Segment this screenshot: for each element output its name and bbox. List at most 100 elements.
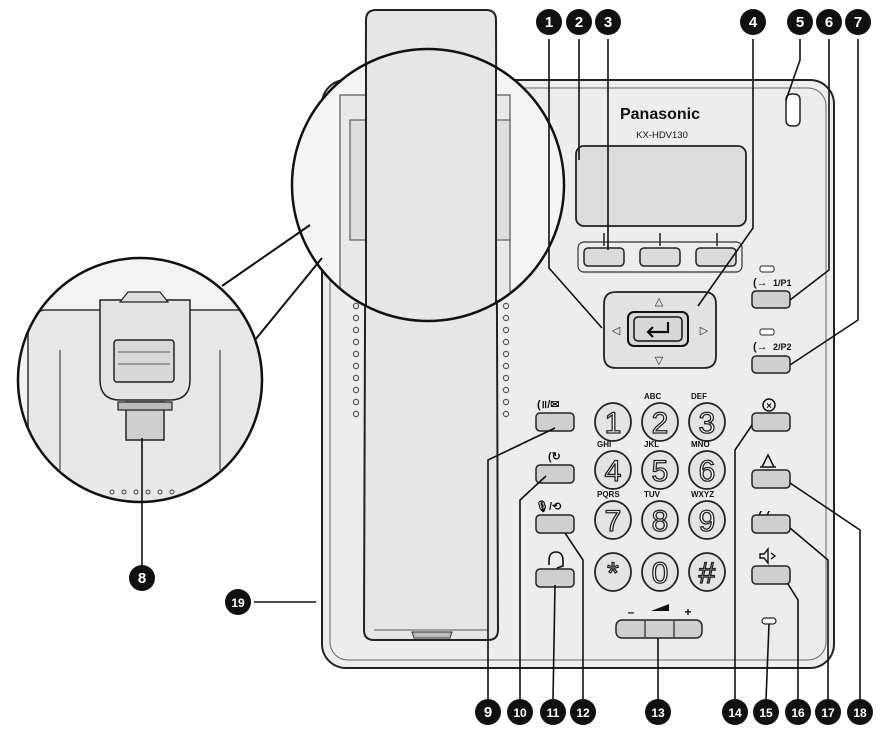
callout-badge	[753, 699, 779, 725]
flash-button[interactable]	[751, 514, 791, 534]
message-led	[785, 93, 801, 127]
line-key-2-led	[759, 328, 775, 336]
mute-conference-button[interactable]	[535, 514, 575, 534]
headset-icon	[548, 551, 564, 569]
callout-badge	[507, 699, 533, 725]
magnifier-circle	[290, 47, 566, 323]
line-key-1-led	[759, 265, 775, 273]
callout-badge	[740, 9, 766, 35]
dial-key-letters: WXYZ	[691, 490, 714, 499]
callout-11: 11	[540, 699, 566, 725]
callout-14: 14	[722, 699, 748, 725]
transfer-icon	[760, 453, 776, 468]
callout-badge	[595, 9, 621, 35]
hold-message-button[interactable]	[535, 412, 575, 432]
dial-key-shape[interactable]	[641, 552, 679, 592]
cancel-button[interactable]	[751, 412, 791, 432]
dial-key-shape[interactable]	[641, 402, 679, 442]
callout-badge	[785, 699, 811, 725]
dial-key-1[interactable]: 1	[594, 402, 632, 442]
speakerphone-button[interactable]	[751, 565, 791, 585]
soft-key-right[interactable]	[695, 247, 737, 267]
callout-19: 19	[225, 589, 251, 615]
callout-5: 5	[787, 9, 813, 35]
dial-key-shape[interactable]	[688, 402, 726, 442]
dial-key-letters: DEF	[691, 392, 707, 401]
callout-8: 8	[129, 565, 155, 591]
volume-key[interactable]	[615, 619, 703, 639]
callout-16: 16	[785, 699, 811, 725]
microphone	[761, 617, 777, 625]
callout-number: 9	[484, 704, 492, 721]
callout-number: 11	[547, 706, 560, 720]
mute-conference-icon: 🎙/⟲	[535, 500, 562, 513]
enter-button[interactable]	[627, 311, 689, 347]
brand-logo: Panasonic	[620, 106, 700, 123]
dial-key-0[interactable]: 0	[641, 552, 679, 592]
dial-key-letters: TUV	[644, 490, 661, 499]
hold-message-icon: (॥/✉	[537, 399, 560, 411]
leader-lines	[141, 39, 861, 701]
callout-number: 12	[576, 706, 590, 720]
dial-key-shape[interactable]	[641, 450, 679, 490]
model-label: KX-HDV130	[636, 130, 688, 141]
dial-key-letters: ABC	[644, 392, 662, 401]
dial-key-shape[interactable]	[688, 552, 726, 592]
line-key-1-button[interactable]	[751, 290, 791, 309]
dial-key-shape[interactable]	[594, 450, 632, 490]
headset-button[interactable]	[535, 568, 575, 588]
soft-key-center[interactable]	[639, 247, 681, 267]
callout-number: 4	[749, 14, 758, 31]
line-key-2-button[interactable]	[751, 355, 791, 374]
callout-4: 4	[740, 9, 766, 35]
callout-3: 3	[595, 9, 621, 35]
dial-key-shape[interactable]	[688, 500, 726, 540]
cancel-icon: ×	[766, 401, 772, 412]
callout-9: 9	[475, 699, 501, 725]
right-arrow-icon: ▷	[700, 325, 709, 337]
down-arrow-icon: ▽	[655, 355, 664, 367]
callout-18: 18	[847, 699, 873, 725]
callout-number: 18	[853, 706, 867, 720]
line-key-2-label: 2/P2	[773, 342, 792, 352]
callout-12: 12	[570, 699, 596, 725]
callout-17: 17	[815, 699, 841, 725]
phone-base-inner	[329, 87, 827, 661]
callout-2: 2	[566, 9, 592, 35]
callout-badge	[787, 9, 813, 35]
callout-number: 17	[821, 706, 835, 720]
dial-key-star[interactable]: *	[594, 552, 632, 592]
callout-15: 15	[753, 699, 779, 725]
dial-key-hash[interactable]: #	[688, 552, 726, 592]
callout-badge	[845, 9, 871, 35]
dial-key-shape[interactable]	[594, 402, 632, 442]
transfer-button[interactable]	[751, 469, 791, 489]
soft-key-panel	[577, 241, 743, 273]
redial-icon: (↻	[548, 451, 561, 463]
callout-number: 5	[796, 14, 804, 31]
redial-button[interactable]	[535, 464, 575, 484]
callout-number: 6	[825, 14, 833, 31]
callout-6: 6	[816, 9, 842, 35]
callout-number: 8	[138, 570, 146, 587]
dial-key-shape[interactable]	[594, 552, 632, 592]
callout-number: 2	[575, 14, 583, 31]
dial-key-shape[interactable]	[688, 450, 726, 490]
callout-number: 15	[759, 706, 773, 720]
callout-number: 13	[651, 706, 665, 720]
dial-key-shape[interactable]	[641, 500, 679, 540]
callout-1: 1	[536, 9, 562, 35]
soft-key-left[interactable]	[583, 247, 625, 267]
line-key-2-icon: (→	[753, 341, 768, 353]
callout-badge	[129, 565, 155, 591]
dial-key-shape[interactable]	[594, 500, 632, 540]
